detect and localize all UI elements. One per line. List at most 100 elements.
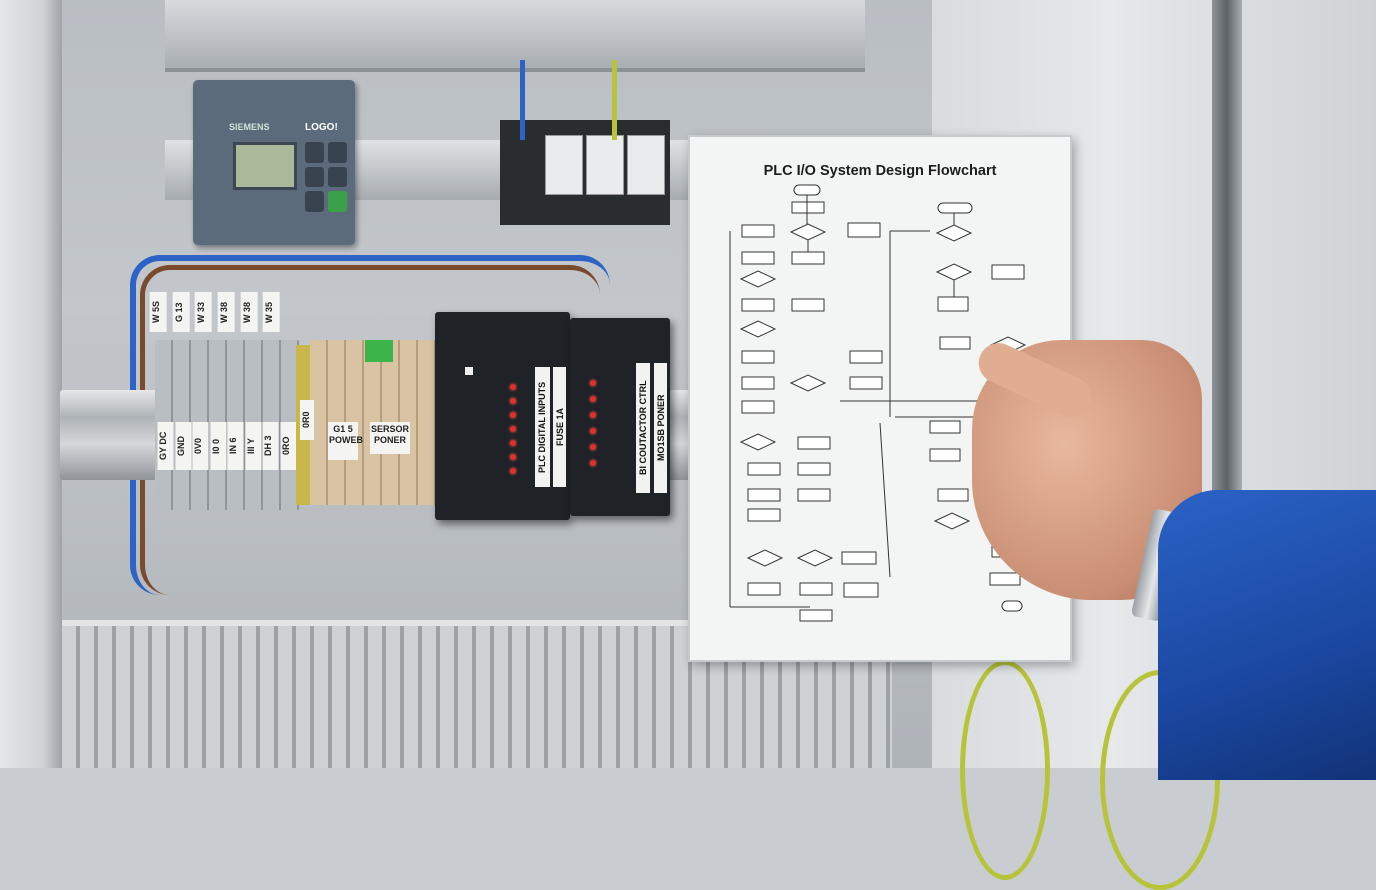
status-led bbox=[510, 398, 516, 404]
ground-wire bbox=[612, 60, 617, 140]
status-led bbox=[590, 412, 596, 418]
flowchart-title: PLC I/O System Design Flowchart bbox=[763, 163, 997, 179]
wire-marker: G 13 bbox=[172, 292, 190, 332]
flowchart-box bbox=[791, 251, 825, 265]
flowchart-box bbox=[741, 400, 775, 414]
flowchart-decision bbox=[739, 433, 777, 451]
flowchart-box bbox=[741, 350, 775, 364]
flowchart-box bbox=[841, 551, 877, 565]
flowchart-decision bbox=[739, 270, 777, 288]
flowchart-box bbox=[847, 222, 881, 238]
flowchart-box bbox=[849, 350, 883, 364]
power-label: MO1SB PONER bbox=[654, 363, 667, 493]
flowchart-decision bbox=[746, 549, 784, 567]
contactor bbox=[586, 135, 624, 195]
terminal-label: 0RO bbox=[280, 422, 296, 470]
wire-marker: W 5S bbox=[150, 292, 167, 332]
flowchart-box bbox=[937, 488, 969, 502]
flowchart-diagram bbox=[729, 184, 1027, 622]
wire-marker: W 35 bbox=[263, 292, 281, 332]
wire-marker: W 38 bbox=[240, 292, 258, 332]
plc-brand: SIEMENS bbox=[229, 122, 270, 132]
status-led bbox=[590, 428, 596, 434]
module-label: BI COUTACTOR CTRL bbox=[636, 363, 650, 493]
blue-sleeve bbox=[1158, 490, 1376, 780]
flowchart-box bbox=[989, 572, 1021, 586]
terminal-label: 0V0 bbox=[193, 422, 209, 470]
digital-input-module: PLC DIGITAL INPUTS FUSE 1A bbox=[435, 312, 570, 520]
flowchart-decision bbox=[789, 223, 827, 241]
flowchart-decision bbox=[933, 512, 971, 530]
plc-display bbox=[233, 142, 297, 190]
flowchart-start bbox=[793, 184, 821, 196]
status-led bbox=[590, 380, 596, 386]
flowchart-start bbox=[937, 202, 973, 214]
flowchart-box bbox=[843, 582, 879, 598]
terminal-block-group: GY DC GND 0V0 I0 0 IN 6 III Y DH 3 0RO bbox=[155, 340, 300, 510]
flowchart-decision bbox=[935, 224, 973, 242]
power-label: G1 5 POWEB bbox=[328, 422, 363, 460]
status-led bbox=[510, 440, 516, 446]
flowchart-connector bbox=[879, 422, 891, 578]
cabinet-frame-left bbox=[0, 0, 62, 768]
flowchart-box bbox=[797, 462, 831, 476]
flowchart-decision bbox=[935, 263, 973, 281]
flowchart-box bbox=[741, 251, 775, 265]
terminal-label: IN 6 bbox=[228, 422, 244, 470]
plc-keypad bbox=[305, 142, 347, 212]
terminal-label: DH 3 bbox=[263, 422, 279, 470]
flowchart-box bbox=[937, 296, 969, 312]
flowchart-box bbox=[741, 298, 775, 312]
flowchart-box bbox=[747, 462, 781, 476]
flowchart-box bbox=[747, 582, 781, 596]
plc-model: LOGO! bbox=[305, 122, 338, 133]
contactor-control-module: BI COUTACTOR CTRL MO1SB PONER bbox=[570, 318, 670, 516]
flowchart-box bbox=[741, 224, 775, 238]
flowchart-box bbox=[797, 488, 831, 502]
status-led bbox=[590, 460, 596, 466]
contactor-group bbox=[500, 120, 670, 225]
terminal-label: 0R0 bbox=[300, 400, 314, 440]
fuse-label: FUSE 1A bbox=[553, 367, 566, 487]
flowchart-box bbox=[929, 448, 961, 462]
top-cable-duct bbox=[165, 0, 865, 72]
flowchart-box bbox=[797, 436, 831, 450]
wire-markers: W 5S G 13 W 33 W 38 W 38 W 35 bbox=[150, 292, 281, 332]
status-led bbox=[510, 468, 516, 474]
flowchart-box bbox=[741, 376, 775, 390]
green-terminal bbox=[365, 340, 393, 362]
wire-marker: W 38 bbox=[218, 292, 235, 332]
flowchart-box bbox=[929, 420, 961, 434]
terminal-label: I0 0 bbox=[210, 422, 226, 470]
status-led bbox=[590, 396, 596, 402]
plc-logo-module: SIEMENS LOGO! bbox=[193, 80, 355, 245]
status-led bbox=[510, 426, 516, 432]
wire-marker: W 33 bbox=[195, 292, 213, 332]
flowchart-box bbox=[799, 582, 833, 596]
flowchart-box bbox=[747, 508, 781, 522]
flowchart-box bbox=[799, 609, 833, 622]
ground-wire bbox=[960, 660, 1050, 880]
terminal-label: GY DC bbox=[158, 422, 174, 470]
flowchart-decision bbox=[739, 320, 777, 338]
flowchart-box bbox=[747, 488, 781, 502]
flowchart-box bbox=[791, 201, 825, 214]
flowchart-decision bbox=[796, 549, 834, 567]
status-led bbox=[510, 412, 516, 418]
flowchart-box bbox=[849, 376, 883, 390]
contactor bbox=[545, 135, 583, 195]
blue-wire bbox=[520, 60, 525, 140]
status-led bbox=[510, 454, 516, 460]
status-led bbox=[590, 444, 596, 450]
flowchart-end bbox=[1001, 600, 1023, 612]
flowchart-box bbox=[939, 336, 971, 350]
sensor-power-label: SERSOR PONER bbox=[370, 422, 410, 454]
terminal-label: GND bbox=[175, 422, 191, 470]
module-label: PLC DIGITAL INPUTS bbox=[535, 367, 550, 487]
flowchart-box bbox=[991, 264, 1025, 280]
flowchart-decision bbox=[789, 374, 827, 392]
flowchart-box bbox=[791, 298, 825, 312]
contactor bbox=[627, 135, 665, 195]
status-led bbox=[510, 384, 516, 390]
terminal-label: III Y bbox=[245, 422, 261, 470]
